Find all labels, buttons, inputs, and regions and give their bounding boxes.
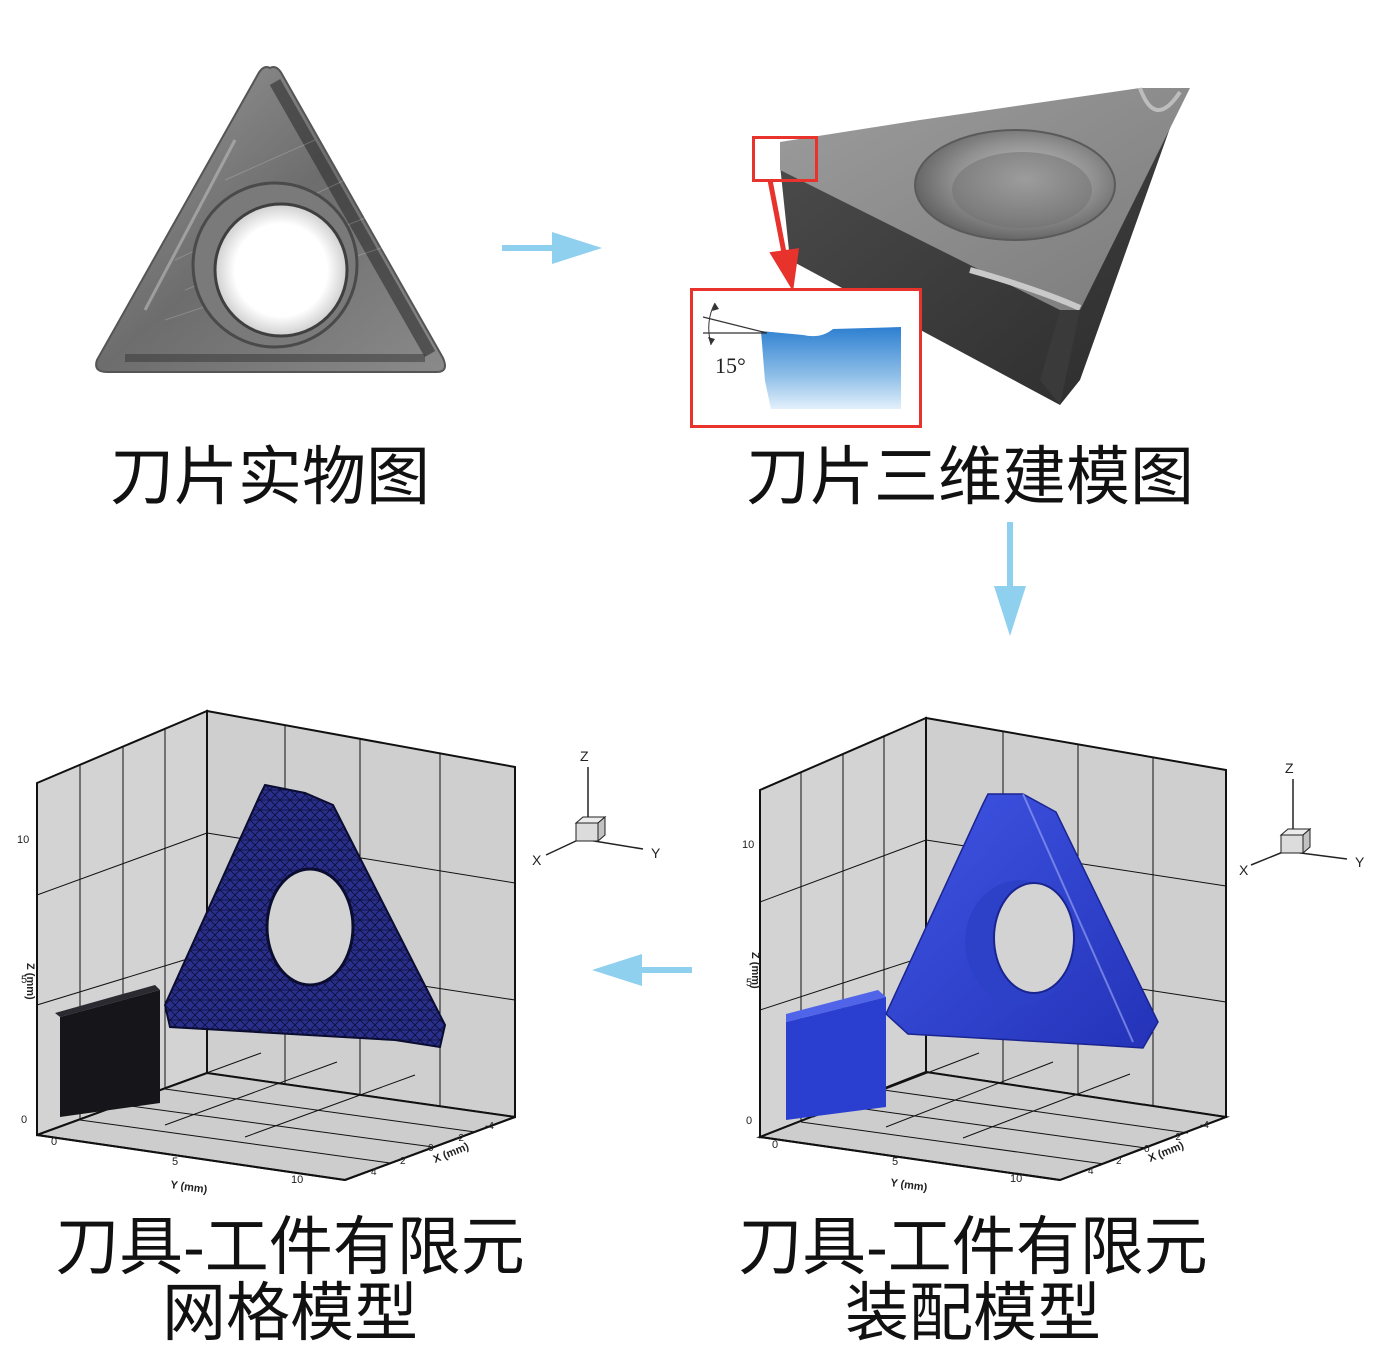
z-axis-label: Z (mm) — [24, 963, 36, 1000]
x-tick: -4 — [1200, 1120, 1209, 1131]
x-tick: -2 — [1172, 1132, 1181, 1143]
arrow-left — [592, 954, 692, 986]
y-tick: 0 — [51, 1136, 57, 1148]
x-tick: 0 — [428, 1143, 434, 1154]
caption-cad: 刀片三维建模图 — [746, 441, 1194, 515]
z-tick: 10 — [17, 834, 29, 846]
y-tick: 10 — [291, 1174, 303, 1186]
triad-z-label: Z — [580, 748, 589, 764]
triad-y-label: Y — [1355, 854, 1365, 870]
assembly-model-plot: 0 5 10 Z (mm) 0 5 10 Y (mm) 4 2 0 -2 -4 … — [742, 716, 1230, 1194]
triad-z-label: Z — [1285, 760, 1294, 776]
axis-triad: Z X Y — [532, 748, 661, 868]
caption-assembly-line1: 刀具-工件有限元 — [738, 1211, 1208, 1285]
y-tick: 0 — [772, 1139, 778, 1151]
triad-x-label: X — [532, 852, 542, 868]
edge-profile-detail: 15° — [702, 302, 901, 409]
corner-highlight-box — [752, 136, 818, 182]
y-tick: 5 — [892, 1156, 898, 1168]
z-tick: 0 — [746, 1115, 752, 1127]
arrow-down — [994, 522, 1026, 636]
triad-x-label: X — [1239, 862, 1249, 878]
caption-assembly-line2: 装配模型 — [845, 1277, 1101, 1345]
arrow-right — [502, 232, 602, 264]
mesh-model-plot: 0 5 10 Z (mm) 0 5 10 Y (mm) 4 2 0 -2 -4 … — [17, 709, 516, 1196]
z-tick: 10 — [742, 839, 754, 851]
caption-mesh-line1: 刀具-工件有限元 — [55, 1211, 525, 1285]
triad-y-label: Y — [651, 845, 661, 861]
axis-triad: Z X Y — [1239, 760, 1365, 878]
z-tick: 0 — [21, 1114, 27, 1126]
caption-photo: 刀片实物图 — [110, 441, 430, 515]
x-tick: 2 — [400, 1156, 406, 1167]
y-tick: 5 — [172, 1156, 178, 1168]
insert-cad-model — [780, 87, 1190, 405]
z-axis-label: Z (mm) — [749, 952, 761, 989]
angle-label: 15° — [715, 353, 746, 378]
z-tick: 5 — [746, 977, 752, 989]
caption-mesh-line2: 网格模型 — [162, 1277, 418, 1345]
z-tick: 5 — [21, 974, 27, 986]
x-tick: -2 — [455, 1133, 464, 1144]
x-tick: 0 — [1144, 1144, 1150, 1155]
y-axis-label: Y (mm) — [170, 1179, 209, 1196]
x-tick: 4 — [1088, 1166, 1094, 1177]
y-axis-label: Y (mm) — [890, 1177, 929, 1194]
x-tick: 4 — [371, 1167, 377, 1178]
x-tick: 2 — [1116, 1156, 1122, 1167]
red-arrow — [767, 179, 800, 292]
x-tick: -4 — [485, 1121, 494, 1132]
insert-photo — [95, 66, 446, 373]
y-tick: 10 — [1010, 1173, 1022, 1185]
